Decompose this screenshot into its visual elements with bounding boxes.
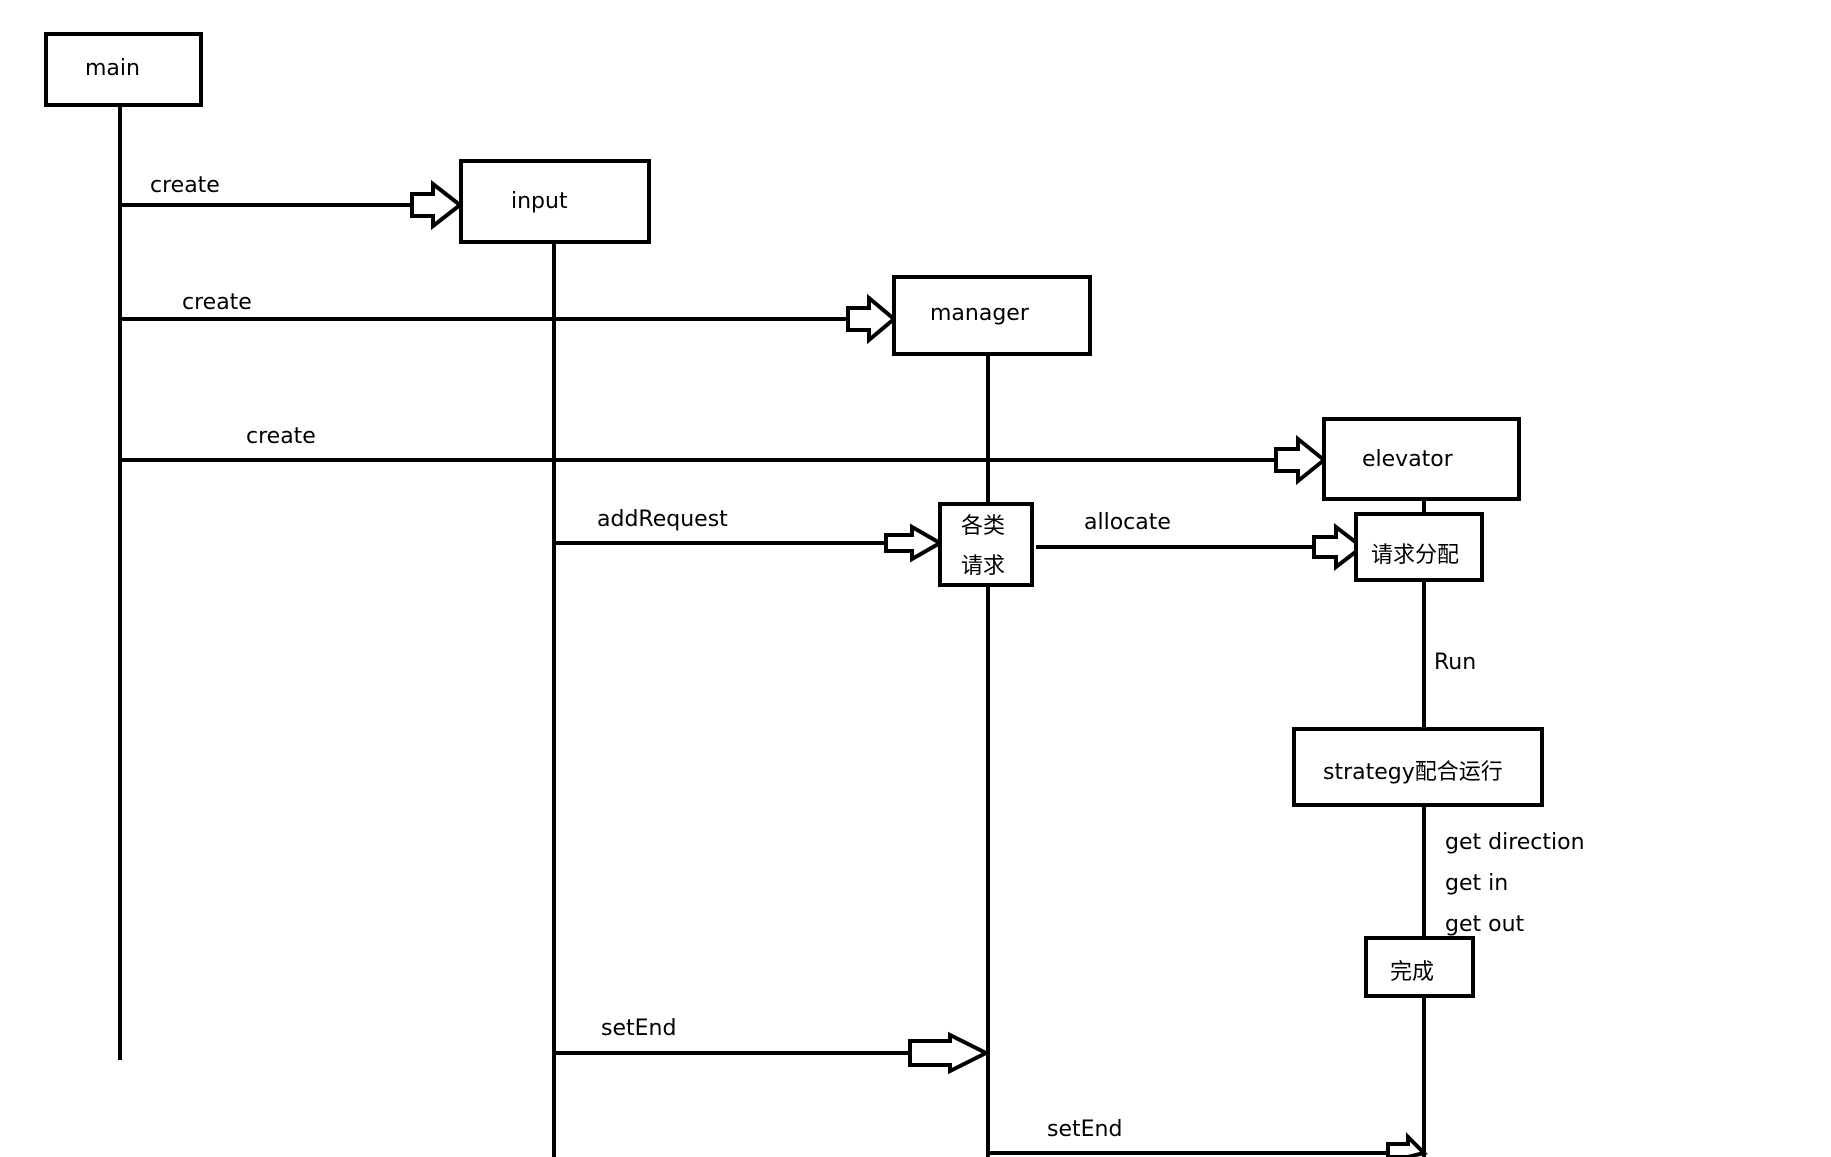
manager-requests-box xyxy=(938,502,1034,587)
elevator-allocation-box xyxy=(1354,512,1484,582)
set-end-manager-label: setEnd xyxy=(601,1016,676,1041)
create-manager-label: create xyxy=(182,290,252,315)
elevator-participant-label: elevator xyxy=(1362,447,1454,472)
strategy-box xyxy=(1292,727,1544,807)
create-elevator-arrowhead xyxy=(1274,434,1328,486)
input-participant-box xyxy=(459,159,651,244)
set-end-elevator-label: setEnd xyxy=(1047,1117,1122,1142)
elevator-participant-box xyxy=(1322,417,1521,501)
add-request-label: addRequest xyxy=(597,507,728,532)
manager-participant-box xyxy=(892,275,1092,356)
manager-requests-label-line1: 各类 xyxy=(961,514,1005,539)
main-participant-box xyxy=(44,32,203,107)
get-in-label: get in xyxy=(1445,871,1508,896)
input-participant-label: input xyxy=(511,189,568,214)
add-request-arrowhead xyxy=(884,523,945,563)
create-input-arrowhead xyxy=(410,179,464,231)
get-direction-label: get direction xyxy=(1445,830,1585,855)
set-end-elevator-arrowhead xyxy=(1386,1132,1428,1157)
manager-requests-label-line2: 请求 xyxy=(961,554,1005,579)
strategy-label: strategy配合运行 xyxy=(1323,760,1503,785)
get-out-label: get out xyxy=(1445,912,1525,937)
run-label: Run xyxy=(1434,650,1476,675)
create-input-label: create xyxy=(150,173,220,198)
set-end-manager-arrowhead xyxy=(908,1031,991,1075)
allocate-label: allocate xyxy=(1084,510,1171,535)
create-elevator-label: create xyxy=(246,424,316,449)
allocate-arrowhead xyxy=(1312,522,1366,572)
manager-participant-label: manager xyxy=(930,301,1030,326)
elevator-allocation-label: 请求分配 xyxy=(1371,543,1459,568)
done-box xyxy=(1364,936,1475,998)
create-manager-arrowhead xyxy=(846,293,898,345)
done-label: 完成 xyxy=(1390,960,1434,985)
main-participant-label: main xyxy=(85,56,140,81)
